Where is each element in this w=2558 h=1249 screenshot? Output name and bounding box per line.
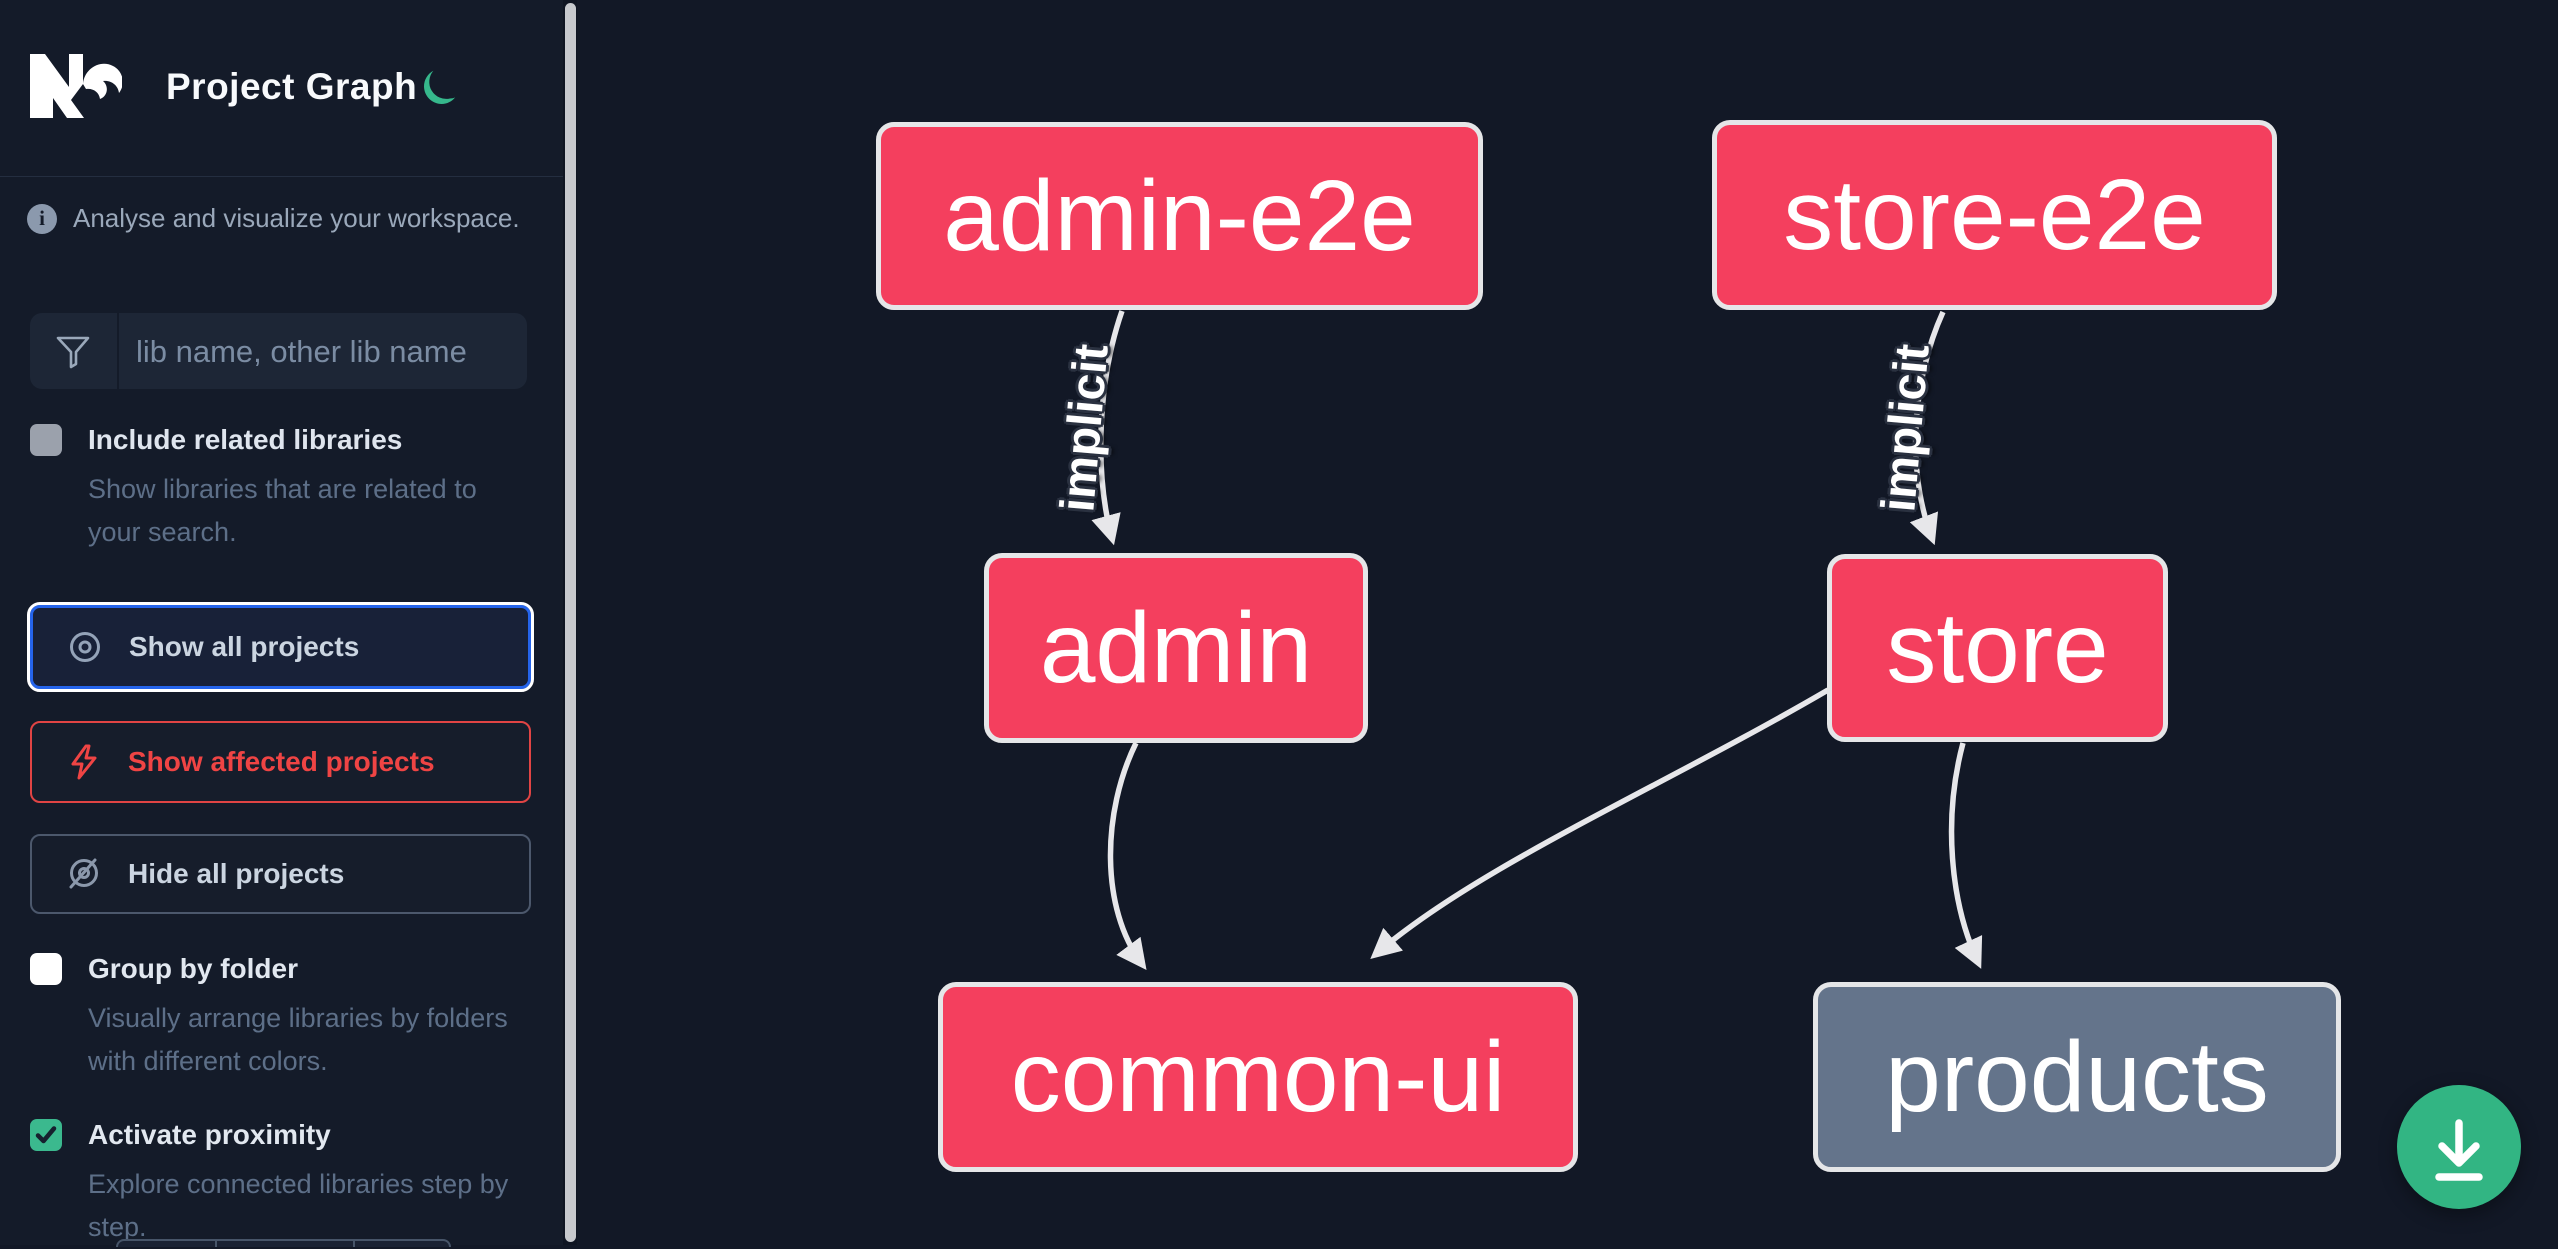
activate-proximity-checkbox[interactable] [30,1119,62,1151]
input-divider [117,313,119,389]
sidebar-scrollbar[interactable] [563,0,577,1245]
sidebar-scrollbar-thumb[interactable] [564,3,576,1242]
eye-icon [70,632,100,662]
node-common-ui[interactable]: common-ui [938,982,1578,1172]
proximity-stepper-cutoff[interactable] [116,1239,451,1247]
hide-all-projects-label: Hide all projects [128,858,345,889]
info-icon: i [27,203,57,234]
download-graph-button[interactable] [2397,1085,2521,1209]
filter-funnel-icon [56,336,90,369]
activate-proximity-label: Activate proximity [88,1119,331,1150]
node-store-e2e[interactable]: store-e2e [1712,120,2277,310]
node-store[interactable]: store [1827,554,2168,742]
include-related-checkbox[interactable] [30,424,62,456]
node-admin-e2e[interactable]: admin-e2e [876,122,1483,310]
show-affected-projects-button[interactable]: Show affected projects [30,721,531,803]
group-by-folder-option: Group by folder Visually arrange librari… [30,953,533,1083]
edge-admin-e2e-to-admin [1091,310,1125,546]
edge-store-e2e-to-store [1909,310,1946,546]
project-filter-box [30,313,527,391]
hide-all-projects-button[interactable]: Hide all projects [30,834,531,914]
theme-toggle-moon-icon[interactable] [420,64,462,106]
include-related-label: Include related libraries [88,424,403,455]
workspace-tagline: i Analyse and visualize your workspace. [27,203,520,234]
sidebar-header: Project Graph [0,0,563,177]
node-products[interactable]: products [1813,982,2341,1172]
include-related-description: Show libraries that are related to your … [88,474,477,547]
show-all-projects-label: Show all projects [129,631,360,662]
sidebar: Project Graph i Analyse and visualize yo… [0,0,563,1247]
lightning-bolt-icon [71,744,97,780]
show-all-projects-button[interactable]: Show all projects [27,602,534,692]
node-admin[interactable]: admin [984,553,1368,743]
eye-off-icon [69,858,98,889]
edge-store-to-common-ui [1370,687,1830,959]
group-by-folder-checkbox[interactable] [30,953,62,985]
filter-projects-input[interactable] [134,313,508,391]
checkmark-icon [35,1126,57,1144]
edge-admin-to-common-ui [1107,741,1147,971]
tagline-text: Analyse and visualize your workspace. [73,203,520,233]
group-by-folder-description: Visually arrange libraries by folders wi… [88,1003,508,1076]
nx-logo-icon [30,54,122,118]
edge-store-to-products [1948,742,1983,969]
include-related-option: Include related libraries Show libraries… [30,424,533,554]
page-title: Project Graph [166,66,418,107]
show-affected-projects-label: Show affected projects [128,746,435,777]
download-icon [2435,1119,2483,1181]
group-by-folder-label: Group by folder [88,953,298,984]
activate-proximity-option: Activate proximity Explore connected lib… [30,1119,533,1249]
activate-proximity-description: Explore connected libraries step by step… [88,1169,509,1242]
